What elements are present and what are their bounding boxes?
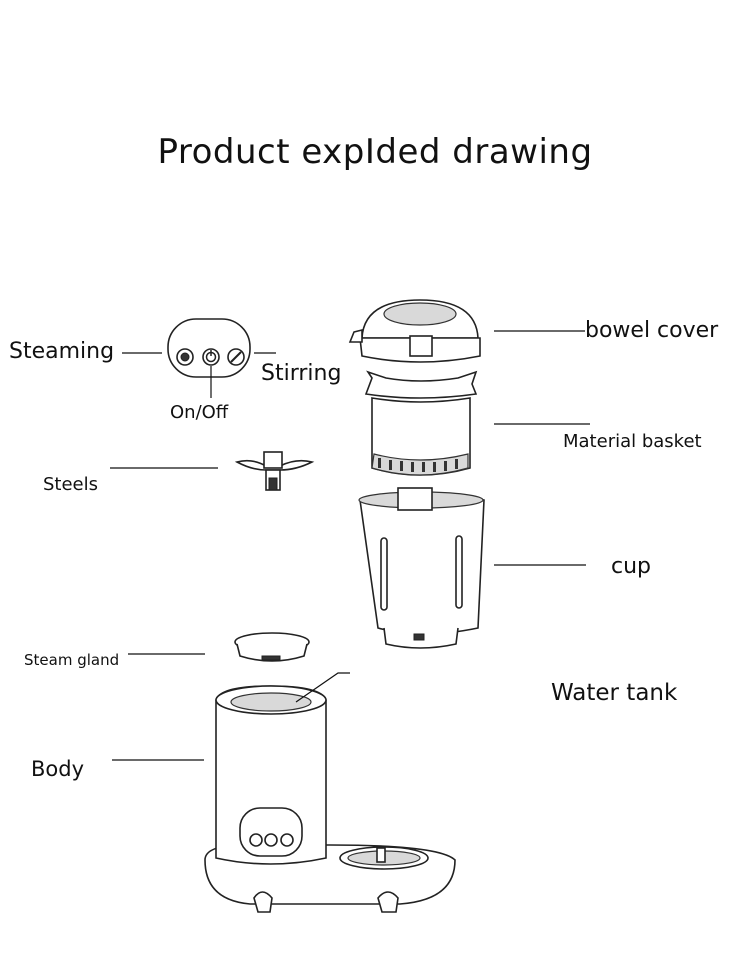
label-bowel-cover: bowel cover: [585, 318, 719, 343]
label-steels: Steels: [43, 474, 99, 495]
cup: [358, 487, 485, 649]
machine-body: [204, 685, 456, 913]
label-material-basket: Material basket: [563, 431, 702, 452]
steels-blade: [234, 451, 315, 491]
label-steaming: Steaming: [9, 339, 115, 364]
steam-gland: [234, 632, 310, 662]
label-water-tank: Water tank: [551, 680, 678, 706]
control-panel: [167, 318, 251, 378]
material-basket: [364, 370, 478, 476]
power-button-icon: [202, 348, 220, 366]
steam-button-icon: [176, 348, 194, 366]
label-on-off: On/Off: [170, 402, 229, 423]
water-tank-leader: [295, 672, 350, 703]
label-stirring: Stirring: [261, 361, 342, 386]
label-cup: cup: [611, 554, 652, 579]
label-steam-gland: Steam gland: [24, 651, 120, 669]
stir-button-icon: [227, 348, 245, 366]
diagram-title: Product expIded drawing: [157, 132, 593, 172]
bowel-cover: [348, 299, 481, 363]
label-body: Body: [31, 757, 85, 781]
